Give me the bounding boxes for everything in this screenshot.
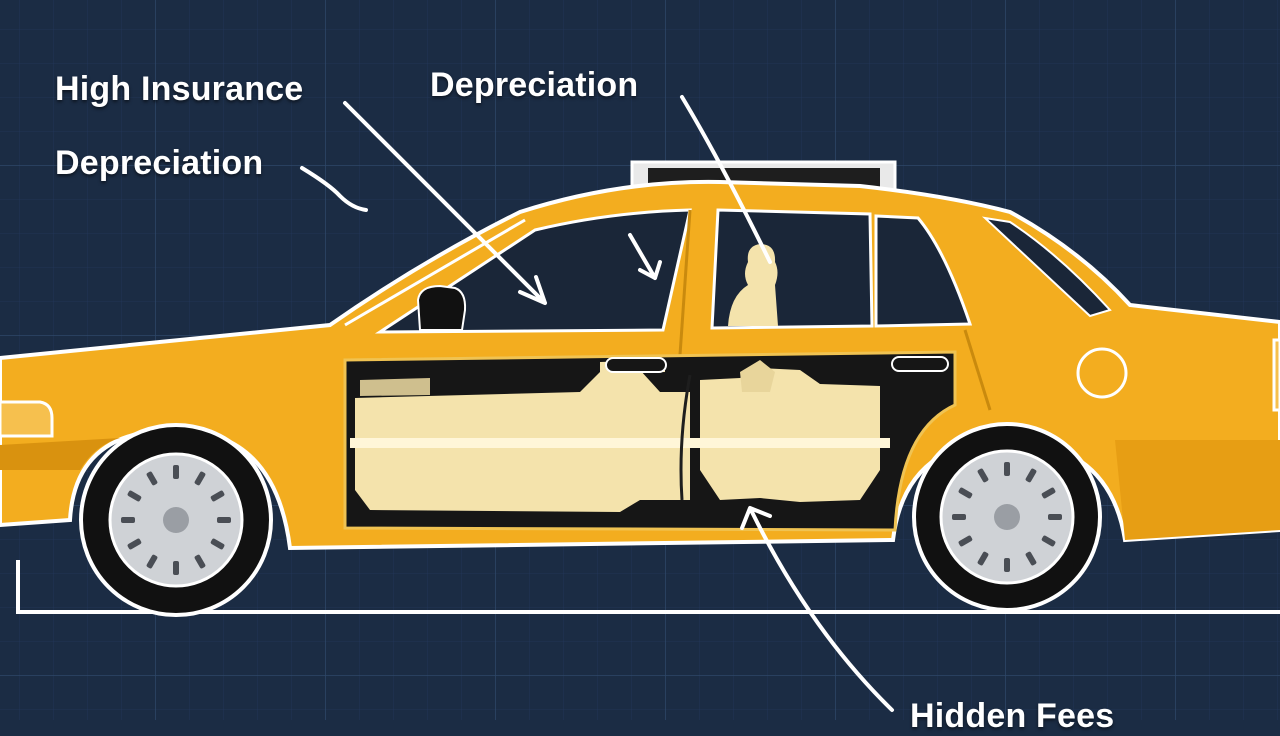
cutaway-divider [679,374,692,501]
arrow-depreciation-top [680,95,772,264]
arrow-hidden-fees [740,506,894,712]
door-seam-rear [963,329,992,411]
arrow-depreciation-left [300,166,368,212]
label-hidden-fees: Hidden Fees [910,697,1115,735]
fuel-cap [1076,347,1128,399]
taxi-car [0,160,1280,617]
arrow-high-insurance [343,101,547,305]
interior-seats [350,360,890,512]
arrow-small-window [628,233,662,280]
taxi-cost-diagram [0,0,1280,720]
label-high-insurance: High Insurance [55,70,304,108]
quarter-window [874,214,973,328]
rear-bumper-light [1272,338,1280,412]
annotation-arrows [300,95,894,712]
ground-line [16,560,1280,614]
rear-glass [981,216,1112,318]
a-pillar-trim [344,218,526,327]
door-handle-front [605,357,667,373]
label-depreciation-left: Depreciation [55,144,264,182]
lower-stripe [1115,440,1280,540]
door-seam-front [678,209,692,356]
rocker-shading [0,438,120,470]
rear-wheel [912,422,1102,612]
side-mirror [416,284,467,331]
label-depreciation-top: Depreciation [430,66,639,104]
passenger-silhouette [728,244,778,326]
front-bumper-light [0,400,54,438]
door-handle-rear [891,356,949,372]
front-wheel [79,423,273,617]
